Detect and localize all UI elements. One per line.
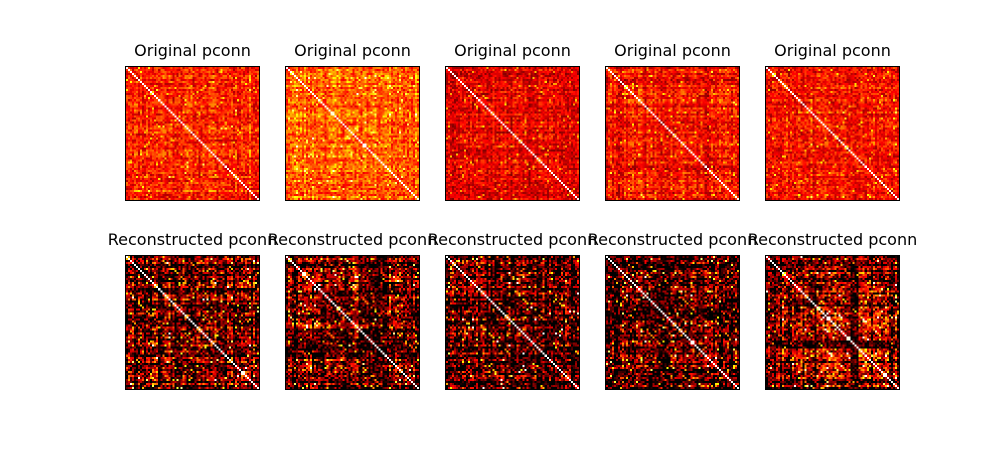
panel-title: Original pconn bbox=[614, 41, 731, 60]
panel-title: Original pconn bbox=[774, 41, 891, 60]
heatmap-matrix bbox=[605, 66, 740, 201]
heatmap-matrix bbox=[445, 66, 580, 201]
heatmap-matrix bbox=[285, 66, 420, 201]
heatmap-cells bbox=[286, 67, 419, 200]
heatmap-cells bbox=[606, 256, 739, 389]
heatmap-matrix bbox=[765, 255, 900, 390]
heatmap-cells bbox=[766, 256, 899, 389]
heatmap-matrix bbox=[125, 66, 260, 201]
heatmap-cells bbox=[766, 67, 899, 200]
heatmap-cells bbox=[606, 67, 739, 200]
heatmap-matrix bbox=[605, 255, 740, 390]
heatmap-matrix bbox=[765, 66, 900, 201]
panel-title: Reconstructed pconn bbox=[587, 230, 758, 249]
panel-title: Original pconn bbox=[294, 41, 411, 60]
panel-title: Reconstructed pconn bbox=[747, 230, 918, 249]
heatmap-matrix bbox=[125, 255, 260, 390]
panel-title: Reconstructed pconn bbox=[427, 230, 598, 249]
panel-title: Original pconn bbox=[454, 41, 571, 60]
heatmap-cells bbox=[446, 256, 579, 389]
heatmap-matrix bbox=[285, 255, 420, 390]
heatmap-matrix bbox=[445, 255, 580, 390]
panel-title: Reconstructed pconn bbox=[267, 230, 438, 249]
heatmap-cells bbox=[446, 67, 579, 200]
heatmap-cells bbox=[126, 256, 259, 389]
heatmap-cells bbox=[126, 67, 259, 200]
heatmap-cells bbox=[286, 256, 419, 389]
panel-title: Original pconn bbox=[134, 41, 251, 60]
panel-title: Reconstructed pconn bbox=[107, 230, 278, 249]
